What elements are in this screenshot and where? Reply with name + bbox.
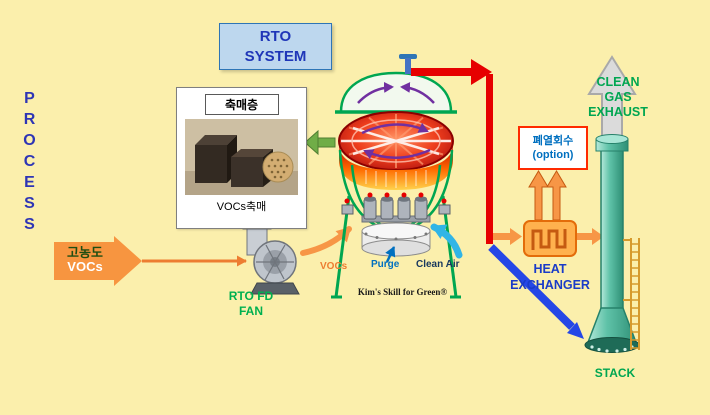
dome-circulation-arrows <box>357 81 435 104</box>
stack-icon <box>584 55 640 353</box>
catalyst-panel: 축매층 VOCs축매 <box>176 87 307 229</box>
valve-icon <box>399 54 417 74</box>
ladder-icon <box>623 238 640 350</box>
catalyst-caption: VOCs축매 <box>216 201 267 213</box>
cooled-gas-duct-arrow <box>488 244 584 339</box>
clean-gas-exhaust-label: CLEAN GAS EXHAUST <box>588 75 648 119</box>
chamber-circulation-arrows <box>361 122 431 160</box>
rto-system-title: RTO SYSTEM <box>244 28 307 65</box>
feed-label-line1: 고농도 <box>67 245 103 260</box>
feed-arrow-shape <box>54 236 142 286</box>
rto-vessel-icon <box>331 54 463 299</box>
brand-credit: Kim's Skill for Green® <box>357 287 448 297</box>
catalyst-pointer-arrow <box>304 129 336 156</box>
heat-exchanger-icon <box>523 220 577 257</box>
heat-recovery-label: 폐열회수 (option) <box>532 134 574 161</box>
purge-arrow-icon <box>385 246 396 263</box>
heat-recovery-option-box: 폐열회수 (option) <box>518 126 588 170</box>
burner-assembly <box>341 192 451 257</box>
feed-arrow: 고농도 VOCs <box>54 236 142 286</box>
clean-air-arrow-icon <box>430 223 463 259</box>
process-label: PROCESS <box>21 90 38 237</box>
exchanger-to-stack-arrow <box>577 228 604 245</box>
fan-label: RTO FD FAN <box>228 289 274 318</box>
rto-system-title-box: RTO SYSTEM <box>219 23 332 70</box>
hot-gas-duct-arrow <box>411 59 493 244</box>
heat-exchanger-label: HEAT EXCHANGER <box>510 262 590 292</box>
vocs-inlet-label: VOCs <box>320 261 348 272</box>
feed-label-line2: VOCs <box>67 259 103 274</box>
catalyst-photo <box>185 119 298 195</box>
stack-label: STACK <box>594 366 636 380</box>
heat-recovery-arrows <box>528 170 567 221</box>
clean-air-label: Clean Air <box>416 259 460 270</box>
hot-gas-to-exchanger-arrow <box>493 228 522 245</box>
catalyst-header: 축매층 <box>204 94 279 115</box>
fan-icon <box>242 222 300 295</box>
purge-label: Purge <box>371 259 400 270</box>
